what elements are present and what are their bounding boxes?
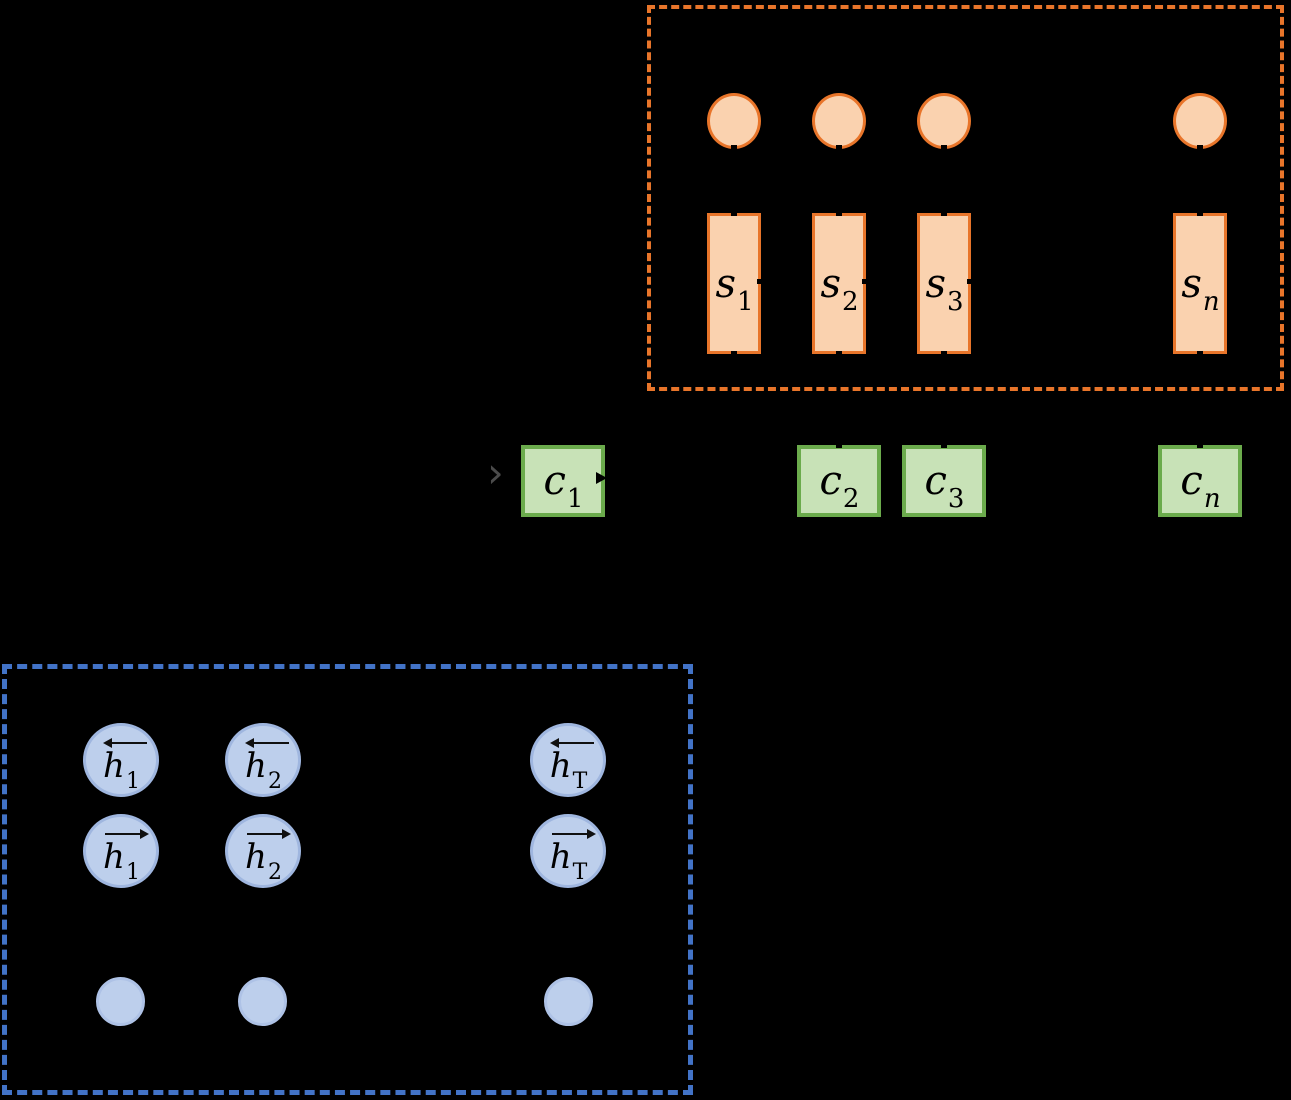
encoder-input-circle-T xyxy=(544,977,593,1026)
encoder-backward-state-hT: hT xyxy=(530,723,606,797)
context-label: cn xyxy=(1180,458,1221,514)
arrowhead-mark xyxy=(862,279,868,284)
decoder-output-circle-3 xyxy=(917,93,971,149)
state-label: sn xyxy=(1181,260,1220,317)
left-vector-arrow-icon xyxy=(245,737,291,748)
context-label: c2 xyxy=(819,458,860,514)
hidden-state-label: hT xyxy=(549,836,588,886)
context-vector-c2: c2 xyxy=(797,445,881,517)
arrowhead-mark xyxy=(836,211,842,216)
decoder-dashed-box xyxy=(647,5,1284,391)
right-vector-arrow-icon xyxy=(245,828,291,839)
context-label: c3 xyxy=(924,458,965,514)
encoder-input-circle-1 xyxy=(96,977,145,1026)
arrowhead-mark xyxy=(1197,351,1203,356)
encoder-dashed-box xyxy=(2,664,693,1095)
encoder-forward-state-h1: h1 xyxy=(83,814,159,888)
decoder-state-s1: s1 xyxy=(707,213,761,354)
state-label: s2 xyxy=(820,260,859,317)
right-vector-arrow-icon xyxy=(550,828,596,839)
arrowhead-mark xyxy=(1197,145,1203,150)
left-vector-arrow-icon xyxy=(550,737,596,748)
encoder-input-circle-2 xyxy=(238,977,287,1026)
decoder-output-circle-n xyxy=(1173,93,1227,149)
arrowhead-mark xyxy=(731,351,737,356)
arrowhead-mark xyxy=(757,279,763,284)
arrowhead-right-icon xyxy=(596,472,607,484)
decoder-output-circle-2 xyxy=(812,93,866,149)
decoder-state-s2: s2 xyxy=(812,213,866,354)
context-vector-c1: c1 xyxy=(521,445,605,517)
arrowhead-mark xyxy=(941,351,947,356)
context-label: c1 xyxy=(543,458,584,514)
hidden-state-label: h2 xyxy=(245,836,282,886)
hidden-state-label: h2 xyxy=(245,745,282,795)
decoder-state-s3: s3 xyxy=(917,213,971,354)
hidden-state-label: h1 xyxy=(103,745,140,795)
encoder-backward-state-h1: h1 xyxy=(83,723,159,797)
arrowhead-mark xyxy=(836,145,842,150)
arrowhead-mark xyxy=(941,211,947,216)
arrowhead-mark xyxy=(967,279,973,284)
hidden-state-label: hT xyxy=(549,745,588,795)
chevron-right-icon: › xyxy=(487,448,504,497)
state-label: s3 xyxy=(925,260,964,317)
encoder-forward-state-hT: hT xyxy=(530,814,606,888)
arrowhead-mark xyxy=(731,145,737,150)
left-vector-arrow-icon xyxy=(103,737,149,748)
arrowhead-mark xyxy=(941,443,947,448)
decoder-output-circle-1 xyxy=(707,93,761,149)
decoder-state-sn: sn xyxy=(1173,213,1227,354)
arrowhead-mark xyxy=(1197,443,1203,448)
encoder-backward-state-h2: h2 xyxy=(225,723,301,797)
arrowhead-mark xyxy=(836,351,842,356)
arrowhead-mark xyxy=(731,211,737,216)
hidden-state-label: h1 xyxy=(103,836,140,886)
state-label: s1 xyxy=(715,260,754,317)
context-vector-c3: c3 xyxy=(902,445,986,517)
right-vector-arrow-icon xyxy=(103,828,149,839)
arrowhead-mark xyxy=(941,145,947,150)
encoder-forward-state-h2: h2 xyxy=(225,814,301,888)
context-vector-cn: cn xyxy=(1158,445,1242,517)
arrowhead-mark xyxy=(1197,211,1203,216)
arrowhead-mark xyxy=(836,443,842,448)
